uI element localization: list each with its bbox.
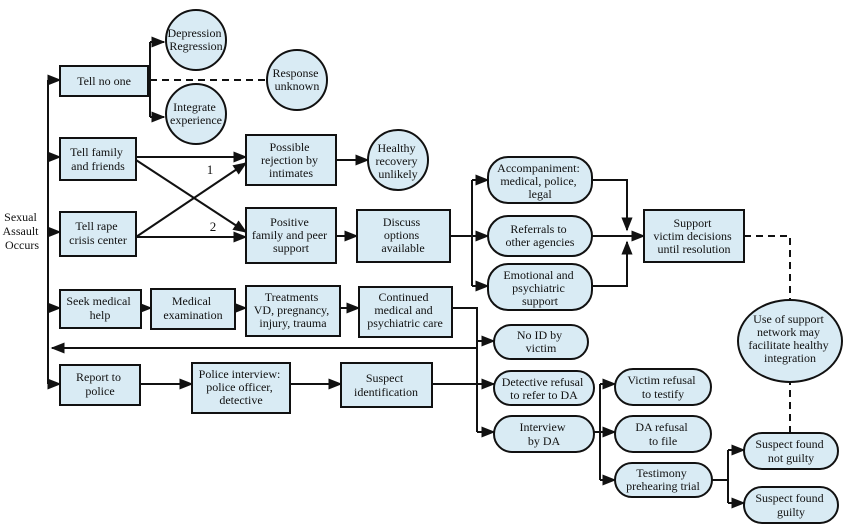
node-emotional-support: Emotional and psychiatric support	[487, 263, 593, 311]
node-support-victim-decisions: Support victim decisions until resolutio…	[643, 209, 745, 263]
node-interview-by-da: Interview by DA	[493, 415, 595, 453]
svg-text:Suspect found not guilty: Suspect found not guilty	[755, 437, 826, 465]
node-treatments: Treatments VD, pregnancy, injury, trauma	[245, 285, 341, 337]
svg-text:Testimony prehearing tri: Testimony prehearing trial	[626, 466, 700, 493]
svg-text:Victim refusal to testif: Victim refusal to testify	[627, 373, 698, 401]
node-testimony: Testimony prehearing trial	[614, 462, 713, 498]
node-report-to-police: Report to police	[59, 364, 141, 406]
node-detective-refusal: Detective refusal to refer to DA	[493, 370, 595, 406]
svg-text:Detective refusal to ref: Detective refusal to refer to DA	[502, 375, 587, 402]
svg-text:Tell rape crisis center: Tell rape crisis center	[69, 219, 127, 247]
svg-text:Positive family and peer: Positive family and peer support	[252, 215, 330, 255]
svg-text:Interview by DA: Interview by DA	[520, 420, 569, 448]
node-suspect-guilty: Suspect found guilty	[743, 486, 839, 524]
svg-text:DA refusal to file: DA refusal to file	[635, 420, 690, 448]
svg-text:Medical examination: Medical examination	[163, 294, 222, 322]
edge-support-to-network	[744, 235, 791, 300]
svg-text:No ID by victim: No ID by victim	[517, 328, 565, 355]
node-police-interview: Police interview: police officer, detect…	[191, 362, 291, 414]
node-suspect-not-guilty: Suspect found not guilty	[743, 432, 839, 470]
node-response-unknown: Response unknown	[266, 49, 328, 111]
node-tell-no-one: Tell no one	[59, 65, 149, 97]
svg-text:Depression Regression: Depression Regression	[168, 26, 225, 53]
svg-text:Seek medical help: Seek medical help	[66, 294, 133, 322]
node-discuss-options: Discuss options available	[356, 209, 451, 263]
node-victim-refusal: Victim refusal to testify	[614, 368, 712, 406]
node-accompaniment: Accompaniment: medical, police, legal	[487, 156, 593, 204]
start-label: Sexual Assault Occurs	[3, 210, 42, 252]
svg-text:Support victim decisions: Support victim decisions until resolutio…	[653, 216, 734, 256]
svg-text:Tell no one: Tell no one	[77, 74, 131, 88]
node-integrate: Integrate experience	[165, 83, 227, 145]
edge-rape-to-rejection	[135, 162, 248, 238]
svg-text:Discuss options av: Discuss options available	[381, 215, 424, 255]
svg-text:Emotional and psychiatri: Emotional and psychiatric support	[503, 268, 576, 308]
node-positive-support: Positive family and peer support	[245, 207, 337, 264]
node-seek-medical-help: Seek medical help	[59, 289, 142, 329]
svg-text:Report to police: Report to police	[76, 370, 124, 398]
svg-text:Response unknown: Response unknown	[273, 66, 322, 93]
edges	[47, 36, 791, 509]
node-no-id-by-victim: No ID by victim	[493, 324, 589, 360]
svg-text:Suspect found guilty: Suspect found guilty	[755, 491, 826, 519]
svg-text:Treatments VD, pregnancy: Treatments VD, pregnancy, injury, trauma	[254, 290, 333, 330]
node-possible-rejection: Possible rejection by intimates	[245, 134, 337, 186]
node-tell-rape-crisis: Tell rape crisis center	[59, 211, 137, 257]
edge-family-to-positive	[135, 159, 248, 233]
edge-continued-return	[50, 307, 478, 354]
svg-text:Integrate experience: Integrate experience	[170, 100, 222, 127]
svg-text:Accompaniment: medical,: Accompaniment: medical, police, legal	[497, 161, 583, 201]
node-da-refusal: DA refusal to file	[614, 415, 712, 453]
node-depression: Depression Regression	[165, 9, 227, 71]
svg-text:Police interview: police: Police interview: police officer, detect…	[199, 367, 284, 407]
node-healthy-recovery-unlikely: Healthy recovery unlikely	[367, 129, 429, 191]
svg-text:Continued medical and: Continued medical and psychiatric care	[367, 290, 443, 330]
svg-text:Tell family and friends: Tell family and friends	[70, 145, 126, 173]
node-use-of-support-network: Use of support network may facilitate he…	[737, 299, 843, 383]
node-suspect-identification: Suspect identification	[340, 362, 433, 408]
node-medical-examination: Medical examination	[150, 288, 236, 330]
svg-text:Referrals to other agenc: Referrals to other agencies	[506, 222, 575, 249]
svg-text:Use of support network m: Use of support network may facilitate he…	[748, 312, 831, 365]
svg-text:Healthy recovery u: Healthy recovery unlikely	[376, 141, 421, 181]
svg-text:Suspect identification: Suspect identification	[354, 371, 418, 399]
node-referrals: Referrals to other agencies	[487, 215, 593, 257]
edge-from-emotional	[592, 240, 633, 287]
edge-from-accompaniment	[592, 179, 633, 232]
svg-text:Possible rejection by: Possible rejection by intimates	[261, 140, 321, 180]
edge-label-2: 2	[210, 219, 217, 234]
node-tell-family: Tell family and friends	[59, 137, 137, 181]
node-continued-care: Continued medical and psychiatric care	[358, 286, 453, 338]
edge-label-1: 1	[207, 162, 214, 177]
